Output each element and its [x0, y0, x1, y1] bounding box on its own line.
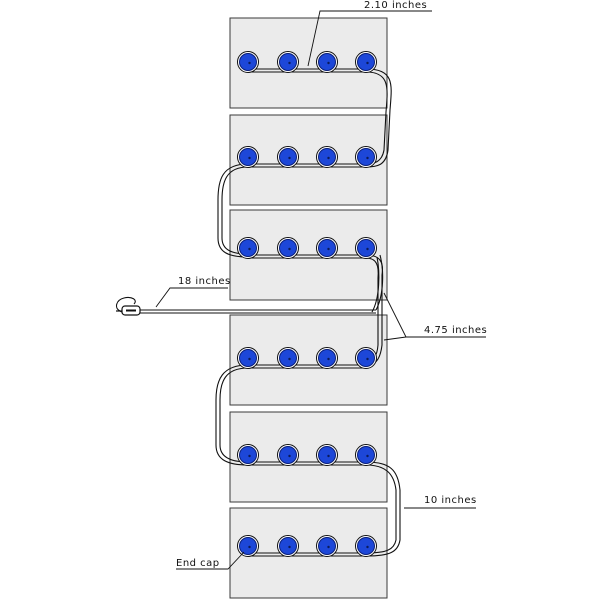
led-light-icon — [316, 444, 338, 466]
jumper-5-6-b — [365, 464, 397, 554]
led-light-icon — [237, 444, 259, 466]
led-light-icon — [355, 347, 377, 369]
panel-gap-label: 4.75 inches — [424, 325, 487, 336]
led-light-icon — [237, 347, 259, 369]
spacing-label: 2.10 inches — [364, 0, 427, 11]
led-light-icon — [355, 535, 377, 557]
end-cap-leader — [176, 551, 245, 570]
led-light-icon — [277, 146, 299, 168]
led-light-icon — [316, 146, 338, 168]
led-light-icon — [316, 535, 338, 557]
jumper-1-2 — [365, 68, 392, 168]
led-light-icon — [277, 347, 299, 369]
led-light-icon — [237, 237, 259, 259]
jumper-5-6 — [365, 461, 401, 557]
led-light-icon — [316, 347, 338, 369]
led-light-icon — [277, 444, 299, 466]
end-cap-label: End cap — [176, 558, 220, 569]
wires-layer — [140, 68, 401, 557]
led-light-icon — [316, 51, 338, 73]
jumper-2-3 — [217, 163, 249, 258]
led-light-icon — [355, 444, 377, 466]
led-light-icon — [277, 51, 299, 73]
lead-length-label: 18 inches — [178, 276, 231, 287]
led-light-icon — [237, 535, 259, 557]
plug-icon — [115, 296, 141, 316]
jumper-4-5 — [215, 364, 249, 466]
led-light-icon — [277, 535, 299, 557]
led-light-icon — [355, 146, 377, 168]
leader-lines — [155, 10, 486, 570]
lights-layer — [237, 51, 377, 557]
led-light-icon — [355, 51, 377, 73]
jumper-length-label: 10 inches — [424, 495, 477, 506]
spacing-leader — [307, 10, 432, 67]
led-light-icon — [316, 237, 338, 259]
panels-layer — [229, 17, 388, 599]
lead-tap — [375, 254, 384, 311]
lead-tap-b — [371, 256, 380, 313]
jumper-2-3-b — [221, 166, 249, 255]
led-light-icon — [237, 146, 259, 168]
jumper-4-5-b — [219, 367, 249, 463]
led-light-icon — [355, 237, 377, 259]
lead-length-leader — [155, 287, 228, 308]
led-light-icon — [277, 237, 299, 259]
led-light-icon — [237, 51, 259, 73]
panel-gap-leader-bottom — [383, 336, 407, 341]
